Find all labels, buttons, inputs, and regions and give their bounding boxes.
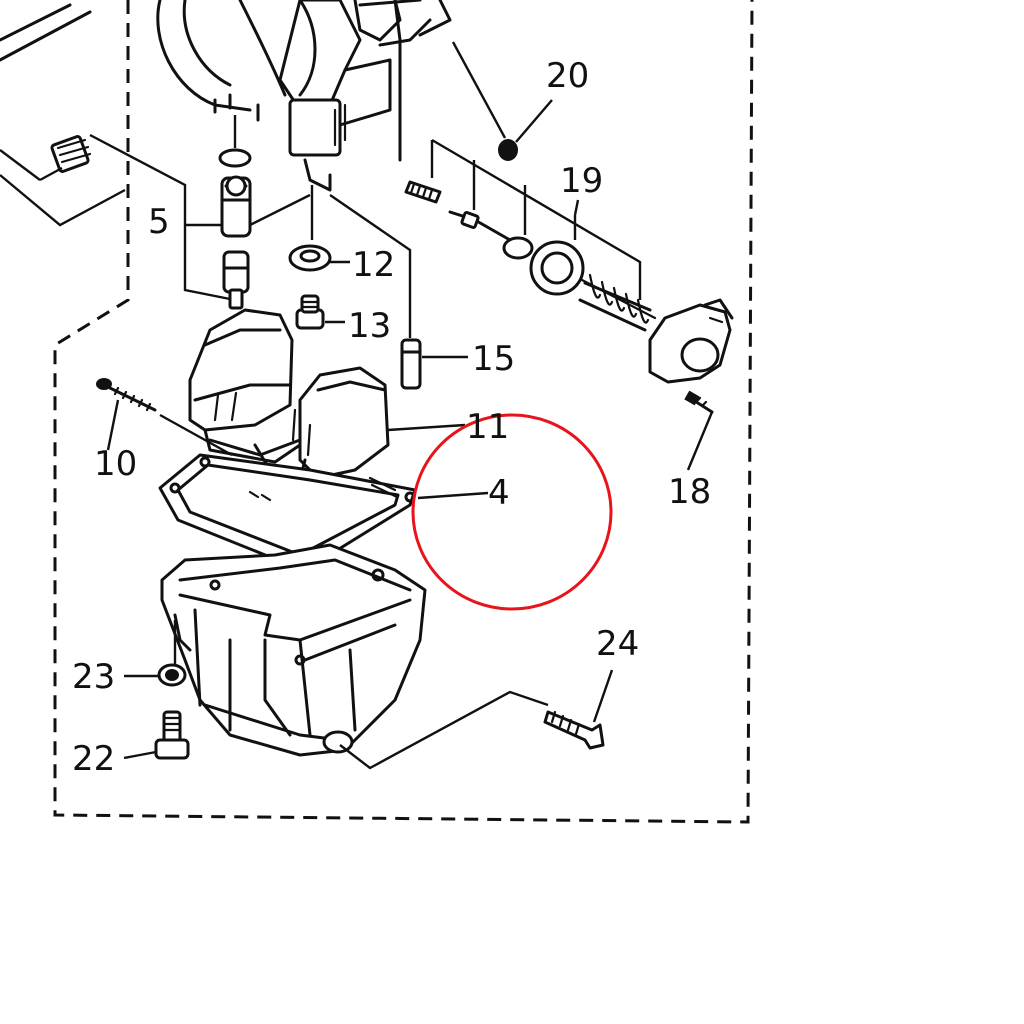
nut-20	[498, 139, 518, 161]
nut-23	[157, 663, 187, 687]
screw-13	[295, 294, 325, 330]
jet-assembly	[218, 148, 252, 310]
callout-12: 12	[352, 245, 395, 285]
callout-23: 23	[72, 657, 115, 697]
callout-13: 13	[348, 306, 391, 346]
float-11	[188, 308, 390, 482]
small-spring	[50, 135, 92, 173]
cover-plate	[648, 298, 734, 384]
callout-22: 22	[72, 739, 115, 779]
callout-5: 5	[148, 202, 170, 242]
carburetor-body	[0, 0, 452, 192]
callout-19: 19	[560, 161, 603, 201]
float-bowl	[160, 543, 427, 757]
callout-15: 15	[472, 339, 515, 379]
washer-12	[288, 244, 332, 272]
needle-spring-assembly	[404, 180, 657, 332]
assembly-boundary	[53, 0, 754, 824]
callout-20: 20	[546, 56, 589, 96]
screw-18	[684, 390, 714, 414]
callout-11: 11	[466, 407, 509, 447]
callout-24: 24	[596, 624, 639, 664]
screw-10	[96, 378, 157, 412]
gasket-4	[158, 453, 417, 572]
callout-10: 10	[94, 444, 137, 484]
bolt-22	[154, 710, 190, 760]
callout-18: 18	[668, 472, 711, 512]
screw-24	[543, 710, 605, 750]
pin-15	[400, 338, 422, 390]
highlight-circle	[411, 413, 613, 611]
callout-4: 4	[488, 473, 510, 513]
